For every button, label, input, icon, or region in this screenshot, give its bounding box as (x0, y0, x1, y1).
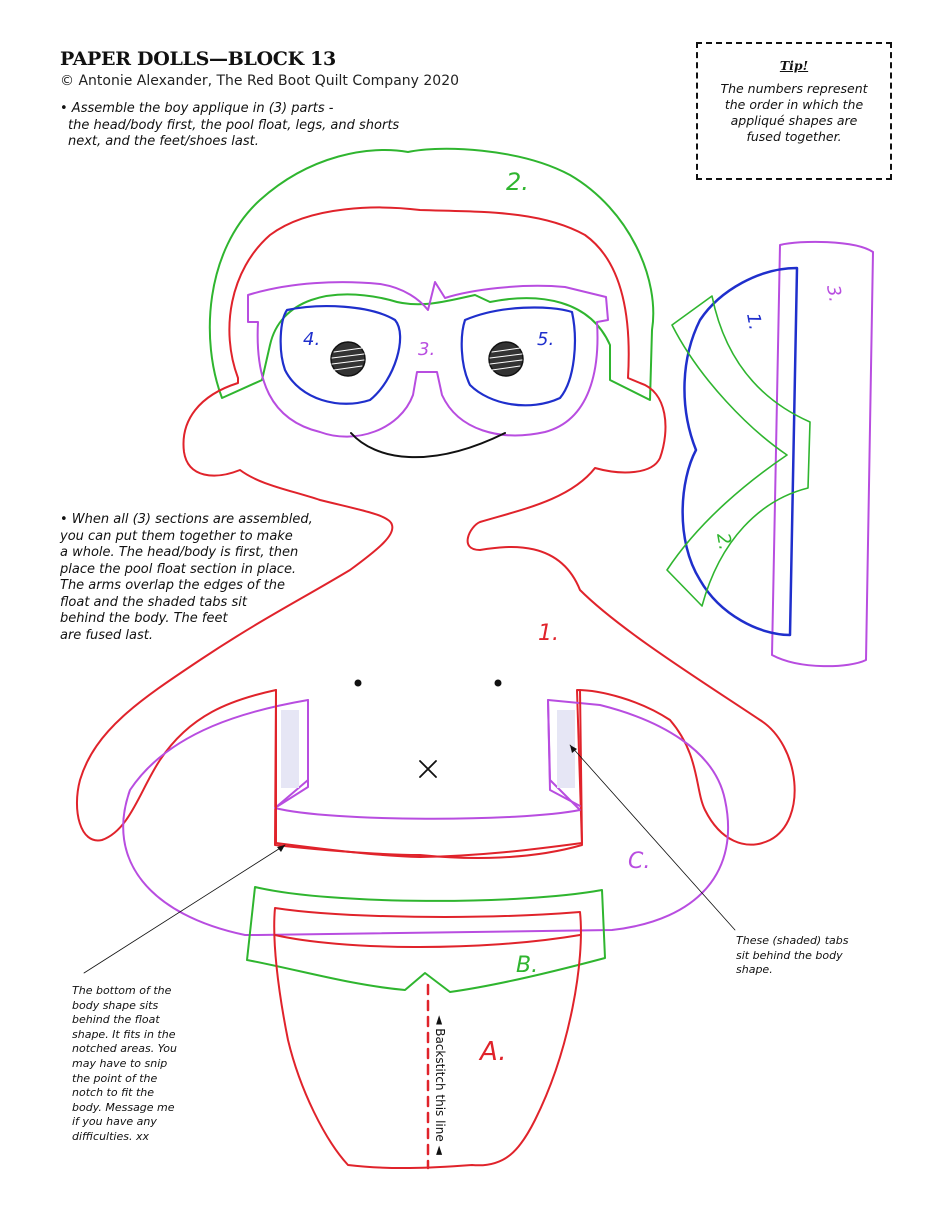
right-eye-icon (488, 341, 524, 377)
page-title: PAPER DOLLS—BLOCK 13 (60, 48, 336, 70)
label-waistband: B. (516, 953, 538, 978)
chest-dot-right (494, 679, 502, 687)
instruction-line: behind the body. The feet (60, 611, 228, 626)
label-side-1: 1. (742, 311, 766, 332)
pointer-line-tabs (569, 744, 736, 931)
sections-instructions: • When all (3) sections are assembled, y… (60, 512, 335, 644)
note-line: may have to snip (72, 1056, 168, 1070)
note-line: shape. It fits in the (72, 1027, 176, 1041)
label-side-3: 3. (822, 283, 846, 304)
instruction-line: next, and the feet/shoes last. (68, 134, 259, 149)
instruction-line: • When all (3) sections are assembled, (60, 512, 313, 527)
right-lens-outline (460, 306, 576, 407)
note-line: body. Message me (72, 1100, 175, 1114)
note-line: behind the float (72, 1013, 160, 1027)
instruction-line: float and the shaded tabs sit (60, 594, 247, 610)
eye-hatching (331, 347, 523, 371)
label-float: C. (628, 849, 650, 874)
note-line: the point of the (72, 1071, 158, 1085)
instruction-line: • Assemble the boy applique in (3) parts… (60, 101, 334, 116)
pointer-arrowhead-bottom (277, 845, 285, 852)
tip-line: The numbers represent (720, 81, 868, 96)
note-line: These (shaded) tabs (736, 934, 849, 947)
assemble-instructions: • Assemble the boy applique in (3) parts… (60, 101, 440, 151)
copyright-line: © Antonie Alexander, The Red Boot Quilt … (60, 73, 460, 89)
instruction-line: a whole. The head/body is first, then (60, 545, 299, 560)
label-hair: 2. (506, 168, 529, 196)
instruction-line: the head/body first, the pool float, leg… (68, 117, 400, 133)
side-piece-green-2 (666, 295, 811, 607)
tip-title: Tip! (779, 58, 809, 73)
right-tab-edge (547, 699, 581, 807)
note-line: notch to fit the (72, 1086, 155, 1100)
backstitch-text: ◄ Backstitch this line ◄ (433, 1015, 447, 1155)
head-body-outline (76, 206, 796, 859)
note-line: shape. (736, 963, 773, 977)
label-frame: 3. (418, 339, 435, 360)
backstitch-label: ◄ Backstitch this line ◄ (433, 1010, 447, 1160)
shorts-outline (273, 907, 582, 1170)
instruction-line: you can put them together to make (60, 528, 293, 544)
note-line: body shape sits (72, 998, 159, 1012)
left-tab-edge (277, 699, 309, 807)
left-shaded-tab (281, 710, 299, 788)
tip-text: The numbers represent the order in which… (698, 81, 890, 145)
float-outline (122, 699, 730, 936)
navel-x-mark (419, 760, 437, 778)
chest-dot-left (354, 679, 362, 687)
glasses-frame-outline (247, 281, 609, 438)
waistband-outline (246, 886, 606, 993)
label-shorts: A. (478, 1037, 507, 1067)
note-line: sit behind the body (736, 948, 843, 962)
body-bottom-note: The bottom of the body shape sits behind… (72, 984, 207, 1145)
note-line: The bottom of the (72, 984, 172, 997)
shorts-waist-line (274, 934, 581, 948)
left-lens-outline (279, 305, 402, 405)
instruction-line: place the pool float section in place. (60, 561, 297, 577)
hair-outline (208, 147, 655, 401)
tip-line: fused together. (746, 129, 842, 144)
side-piece-blue-1 (681, 266, 799, 637)
pointer-line-bottom (83, 844, 286, 974)
side-piece-purple-3 (771, 240, 874, 668)
tip-line: appliqué shapes are (730, 113, 858, 128)
pointer-arrowhead-tabs (570, 745, 577, 753)
smile-line (350, 432, 506, 459)
shaded-tabs-note: These (shaded) tabs sit behind the body … (736, 934, 876, 978)
label-right-lens: 5. (537, 329, 554, 350)
tip-box: Tip! The numbers represent the order in … (696, 42, 892, 180)
instruction-line: The arms overlap the edges of the (60, 578, 286, 593)
label-body: 1. (538, 621, 559, 646)
note-line: notched areas. You (72, 1042, 177, 1056)
label-side-2: 2. (712, 531, 736, 552)
label-left-lens: 4. (303, 329, 320, 350)
body-bottom-edge (275, 689, 583, 858)
instruction-line: are fused last. (60, 627, 153, 643)
left-eye-icon (330, 341, 366, 377)
note-line: if you have any (72, 1115, 157, 1129)
right-shaded-tab (557, 710, 575, 788)
tip-line: the order in which the (724, 97, 864, 112)
note-line: difficulties. xx (72, 1129, 149, 1143)
